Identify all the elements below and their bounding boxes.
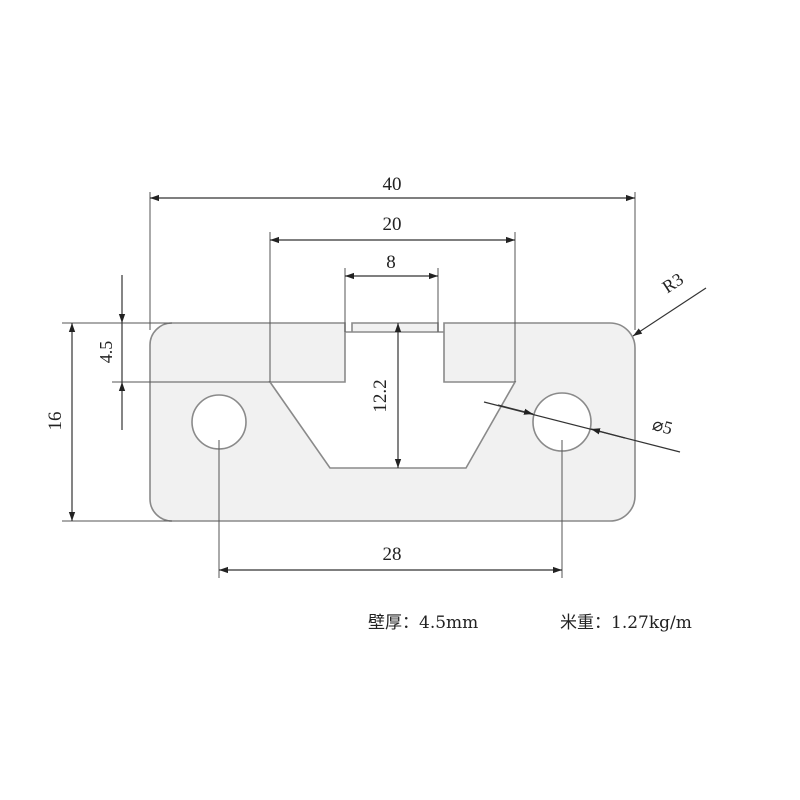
hole-diameter-label: ⌀5	[650, 414, 674, 438]
corner-radius-leader	[632, 287, 707, 337]
height-label: 16	[45, 412, 66, 431]
hole-diameter-arrow-right	[590, 428, 626, 439]
slot-outer-width-label: 20	[383, 214, 402, 235]
slot-depth-label: 12.2	[370, 379, 391, 412]
corner-radius-label: R3	[658, 269, 687, 297]
hole-diameter-arrow-left	[497, 404, 534, 415]
slot-opening-width-label: 8	[386, 252, 396, 273]
hole-spacing-label: 28	[383, 544, 402, 565]
overall-width-label: 40	[383, 174, 402, 195]
profile-outline	[149, 322, 636, 522]
wall-thickness-spec: 壁厚：4.5mm	[368, 613, 478, 633]
wall-thickness-label: 4.5	[96, 341, 116, 364]
weight-per-meter-spec: 米重：1.27kg/m	[560, 613, 692, 633]
